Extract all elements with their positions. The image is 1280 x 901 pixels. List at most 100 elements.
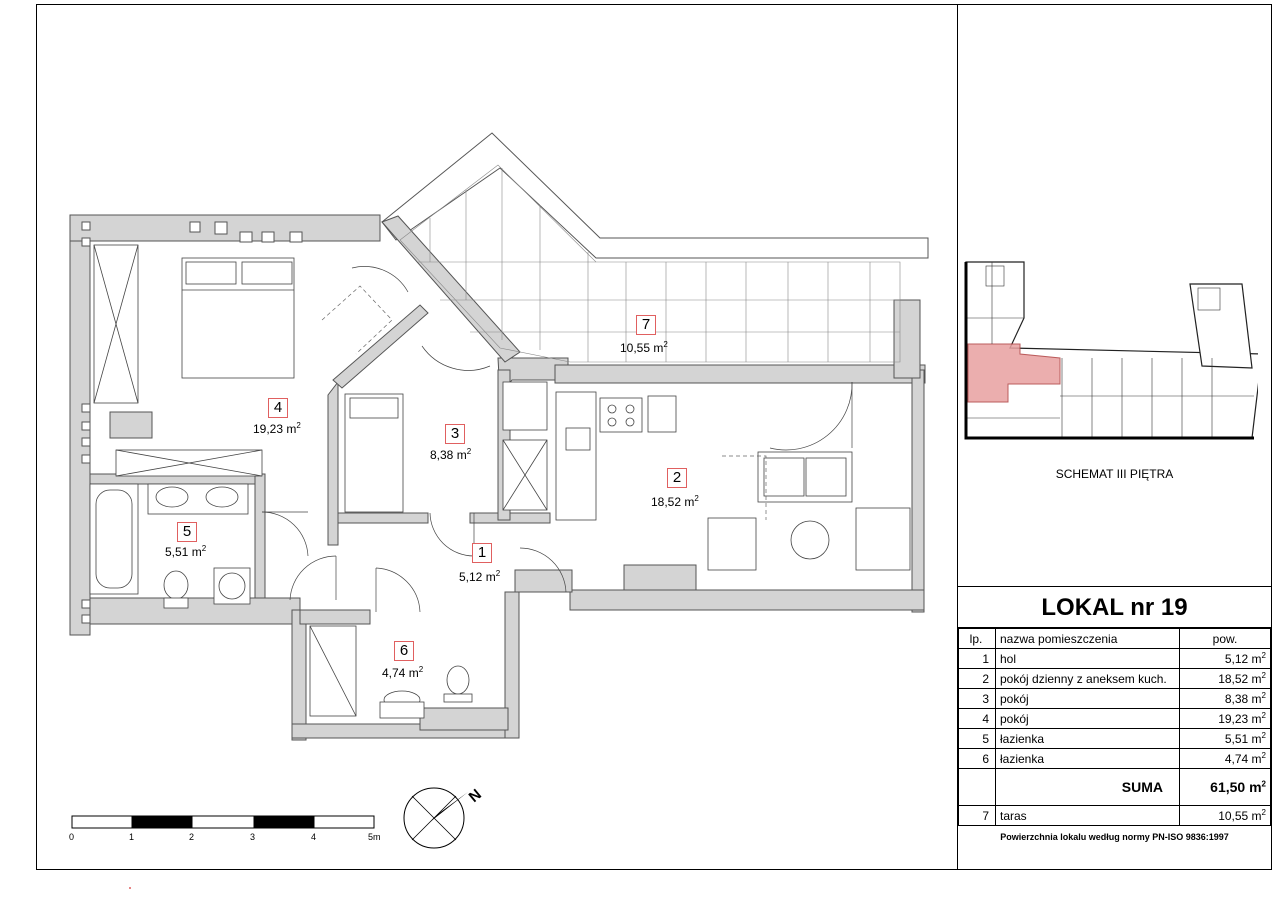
north-label: N bbox=[466, 786, 485, 806]
row-area-unit: 2 bbox=[1261, 671, 1266, 680]
room-area-7-value: 10,55 m bbox=[620, 341, 664, 355]
row-area-unit: 2 bbox=[1261, 808, 1266, 817]
row-area-unit: 2 bbox=[1261, 651, 1266, 660]
wall-column-marks bbox=[81, 221, 303, 624]
scale-label-1: 1 bbox=[129, 832, 135, 842]
table-sum-row: SUMA 61,50 m2 bbox=[958, 768, 1271, 806]
row-area-value: 19,23 m bbox=[1218, 712, 1262, 726]
header-area: pow. bbox=[1179, 628, 1271, 649]
room-area-1: 5,12 m2 bbox=[459, 569, 500, 584]
door-swings bbox=[261, 266, 853, 613]
room-area-4-unit: 2 bbox=[296, 421, 301, 430]
room-area-4: 19,23 m2 bbox=[253, 421, 301, 436]
norm-note: Powierzchnia lokalu według normy PN-ISO … bbox=[1000, 832, 1229, 842]
row-name: taras bbox=[995, 805, 1180, 826]
table-header-row: lp. nazwa pomieszczenia pow. bbox=[958, 628, 1271, 649]
drawing-frame bbox=[36, 4, 1272, 870]
table-row-terrace: 7 taras 10,55 m2 bbox=[958, 805, 1271, 826]
room-area-1-unit: 2 bbox=[495, 569, 501, 578]
unit-title: LOKAL nr 19 bbox=[958, 586, 1271, 628]
row-lp: 7 bbox=[958, 805, 996, 826]
wall-diag-room3 bbox=[332, 304, 429, 389]
terrace-parapet-right bbox=[893, 299, 921, 379]
room-area-2-unit: 2 bbox=[694, 494, 699, 503]
room-area-3-unit: 2 bbox=[466, 447, 472, 456]
row-lp: 3 bbox=[958, 688, 996, 709]
row-lp: 6 bbox=[958, 748, 996, 769]
room-area-4-value: 19,23 m bbox=[253, 422, 297, 436]
room-area-3: 8,38 m2 bbox=[430, 447, 471, 462]
sum-value-unit: 2 bbox=[1261, 779, 1266, 789]
floor-plan: N bbox=[69, 132, 929, 889]
room-area-2: 18,52 m2 bbox=[651, 494, 699, 509]
floor-scheme-thumbnail bbox=[962, 258, 1263, 456]
sum-value-number: 61,50 m bbox=[1210, 779, 1262, 795]
room-area-2-value: 18,52 m bbox=[651, 495, 695, 509]
room-area-6: 4,74 m2 bbox=[382, 665, 423, 680]
stray-mark bbox=[129, 887, 131, 889]
row-area: 5,12 m2 bbox=[1179, 648, 1271, 669]
row-name: łazienka bbox=[995, 728, 1180, 749]
room-area-5-unit: 2 bbox=[201, 544, 207, 553]
row-area-value: 10,55 m bbox=[1218, 809, 1262, 823]
row-area: 4,74 m2 bbox=[1179, 748, 1271, 769]
wall-room5-right bbox=[254, 473, 266, 610]
floor-scheme-drawing bbox=[962, 258, 1263, 456]
row-name: pokój bbox=[995, 708, 1180, 729]
room-area-table: lp. nazwa pomieszczenia pow. 1 hol 5,12 … bbox=[958, 628, 1271, 826]
scale-label-4: 4 bbox=[311, 832, 317, 842]
room-number-1: 1 bbox=[472, 543, 492, 563]
room-number-7: 7 bbox=[636, 315, 656, 335]
room-area-7: 10,55 m2 bbox=[620, 340, 668, 355]
row-area: 8,38 m2 bbox=[1179, 688, 1271, 709]
wall-top-room2 bbox=[554, 364, 926, 384]
wall-room4-room3 bbox=[327, 380, 339, 546]
row-name: pokój dzienny z aneksem kuch. bbox=[995, 668, 1180, 689]
table-row: 6 łazienka 4,74 m2 bbox=[958, 748, 1271, 769]
table-row: 1 hol 5,12 m2 bbox=[958, 648, 1271, 669]
table-row: 2 pokój dzienny z aneksem kuch. 18,52 m2 bbox=[958, 668, 1271, 689]
scheme-caption: SCHEMAT III PIĘTRA bbox=[1055, 467, 1174, 481]
row-area: 10,55 m2 bbox=[1179, 805, 1271, 826]
row-area-value: 5,12 m bbox=[1224, 652, 1262, 666]
wall-balcony-stub bbox=[623, 564, 697, 591]
room-area-1-value: 5,12 m bbox=[459, 570, 496, 584]
terrace-wall-outer bbox=[381, 132, 929, 259]
row-area-value: 4,74 m bbox=[1224, 752, 1262, 766]
north-arrow-icon bbox=[403, 787, 468, 849]
sum-label: SUMA bbox=[995, 768, 1180, 806]
row-lp: 1 bbox=[958, 648, 996, 669]
side-panel bbox=[957, 4, 1272, 870]
header-lp: lp. bbox=[958, 628, 996, 649]
row-name: łazienka bbox=[995, 748, 1180, 769]
row-area-value: 8,38 m bbox=[1224, 692, 1262, 706]
wall-room6-top bbox=[299, 609, 371, 625]
room-number-2: 2 bbox=[667, 468, 687, 488]
scale-label-5m: 5m bbox=[368, 832, 381, 842]
row-lp: 4 bbox=[958, 708, 996, 729]
room-number-5: 5 bbox=[177, 522, 197, 542]
scale-label-0: 0 bbox=[69, 832, 75, 842]
wall-room6-right bbox=[504, 591, 520, 739]
row-area: 5,51 m2 bbox=[1179, 728, 1271, 749]
row-area-unit: 2 bbox=[1261, 751, 1266, 760]
sum-lp-empty bbox=[958, 768, 996, 806]
table-row: 3 pokój 8,38 m2 bbox=[958, 688, 1271, 709]
row-area-value: 5,51 m bbox=[1224, 732, 1262, 746]
room-number-4: 4 bbox=[268, 398, 288, 418]
header-name: nazwa pomieszczenia bbox=[995, 628, 1180, 649]
terrace-tiles bbox=[399, 164, 901, 363]
furniture bbox=[89, 244, 911, 719]
room-number-6: 6 bbox=[394, 641, 414, 661]
table-row: 4 pokój 19,23 m2 bbox=[958, 708, 1271, 729]
dashed-openings bbox=[321, 285, 767, 520]
row-area: 18,52 m2 bbox=[1179, 668, 1271, 689]
row-area-unit: 2 bbox=[1261, 711, 1266, 720]
scale-bar bbox=[71, 815, 375, 829]
scale-label-3: 3 bbox=[250, 832, 256, 842]
row-lp: 2 bbox=[958, 668, 996, 689]
room-area-5: 5,51 m2 bbox=[165, 544, 206, 559]
row-area-unit: 2 bbox=[1261, 731, 1266, 740]
wall-room6-stub bbox=[419, 707, 509, 731]
